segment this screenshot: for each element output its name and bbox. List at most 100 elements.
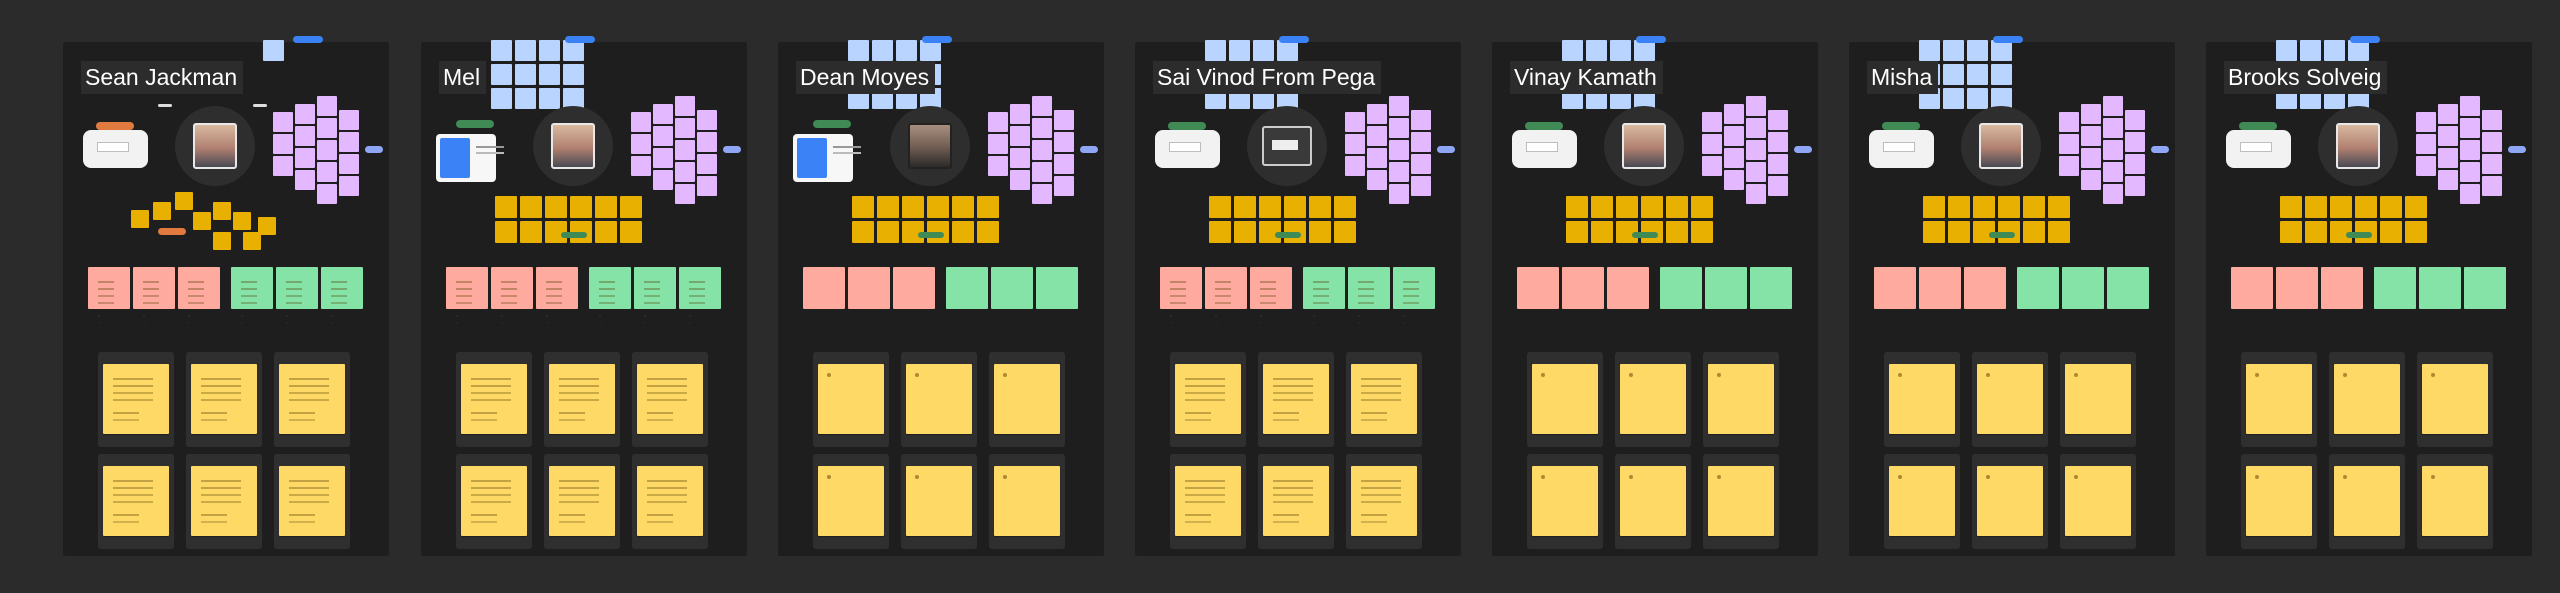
purple-sticky-note[interactable] <box>1389 140 1409 160</box>
amber-sticky-note[interactable] <box>495 196 517 218</box>
yellow-sticky-note[interactable] <box>461 364 527 434</box>
blue-tag[interactable] <box>1993 36 2023 43</box>
frame-sean[interactable]: Sean Jackman <box>63 36 389 556</box>
green-sticky-note[interactable] <box>1348 267 1390 317</box>
frame-title[interactable]: Dean Moyes <box>796 61 936 94</box>
amber-sticky-note[interactable] <box>175 192 193 210</box>
yellow-sticky-note[interactable] <box>549 364 615 434</box>
purple-sticky-note[interactable] <box>675 162 695 182</box>
salmon-sticky-note[interactable] <box>1517 267 1559 309</box>
salmon-sticky-note[interactable] <box>803 267 845 309</box>
photo-avatar[interactable] <box>193 123 237 169</box>
amber-sticky-note[interactable] <box>1209 196 1231 218</box>
salmon-sticky-note[interactable] <box>2276 267 2318 309</box>
yellow-sticky-note[interactable] <box>1889 364 1955 434</box>
purple-sticky-note[interactable] <box>1032 184 1052 204</box>
green-sticky-note[interactable] <box>321 267 363 317</box>
purple-sticky-note[interactable] <box>675 118 695 138</box>
yellow-sticky-note[interactable] <box>103 466 169 536</box>
frame-title[interactable]: Vinay Kamath <box>1510 61 1663 94</box>
purple-sticky-note[interactable] <box>697 132 717 152</box>
purple-sticky-note[interactable] <box>631 156 651 176</box>
purple-sticky-note[interactable] <box>2482 176 2502 196</box>
purple-sticky-note[interactable] <box>2103 162 2123 182</box>
purple-sticky-note[interactable] <box>2125 110 2145 130</box>
blue-tag[interactable] <box>1636 36 1666 43</box>
salmon-sticky-note[interactable] <box>2321 267 2363 309</box>
blue-sticky-note[interactable] <box>1967 40 1988 61</box>
white-card[interactable] <box>1869 130 1934 168</box>
blue-tag[interactable] <box>565 36 595 43</box>
purple-sticky-note[interactable] <box>2103 184 2123 204</box>
purple-sticky-note[interactable] <box>1345 156 1365 176</box>
amber-sticky-note[interactable] <box>193 212 211 230</box>
purple-sticky-note[interactable] <box>1367 126 1387 146</box>
amber-sticky-note[interactable] <box>153 202 171 220</box>
amber-sticky-note[interactable] <box>2405 221 2427 243</box>
white-card[interactable] <box>1512 130 1577 168</box>
photo-avatar[interactable] <box>1979 123 2023 169</box>
purple-sticky-note[interactable] <box>2460 162 2480 182</box>
yellow-sticky-note[interactable] <box>1620 364 1686 434</box>
amber-sticky-note[interactable] <box>1616 196 1638 218</box>
salmon-sticky-note[interactable] <box>1874 267 1916 309</box>
amber-sticky-note[interactable] <box>927 196 949 218</box>
purple-sticky-note[interactable] <box>653 126 673 146</box>
purple-sticky-note[interactable] <box>1746 96 1766 116</box>
purple-sticky-note[interactable] <box>1724 148 1744 168</box>
purple-sticky-note[interactable] <box>988 156 1008 176</box>
blue-sticky-note[interactable] <box>1943 40 1964 61</box>
purple-sticky-note[interactable] <box>2081 170 2101 190</box>
amber-sticky-note[interactable] <box>952 196 974 218</box>
yellow-sticky-note[interactable] <box>1708 466 1774 536</box>
blue-sticky-note[interactable] <box>2324 40 2345 61</box>
purple-sticky-note[interactable] <box>295 148 315 168</box>
purple-sticky-note[interactable] <box>2460 184 2480 204</box>
green-tag[interactable] <box>1989 232 2015 238</box>
blue-sticky-note[interactable] <box>491 40 512 61</box>
green-sticky-note[interactable] <box>1303 267 1345 317</box>
amber-sticky-note[interactable] <box>2380 196 2402 218</box>
photo-avatar[interactable] <box>2336 123 2380 169</box>
yellow-sticky-note[interactable] <box>1351 466 1417 536</box>
yellow-sticky-note[interactable] <box>994 466 1060 536</box>
purple-sticky-note[interactable] <box>2103 140 2123 160</box>
frame-title[interactable]: Sean Jackman <box>81 61 244 94</box>
lavender-tag[interactable] <box>2508 146 2526 153</box>
purple-sticky-note[interactable] <box>1768 132 1788 152</box>
purple-sticky-note[interactable] <box>1702 156 1722 176</box>
green-sticky-note[interactable] <box>2107 267 2149 309</box>
purple-sticky-note[interactable] <box>1746 118 1766 138</box>
green-sticky-note[interactable] <box>2419 267 2461 309</box>
amber-sticky-note[interactable] <box>545 196 567 218</box>
purple-sticky-note[interactable] <box>1010 148 1030 168</box>
amber-sticky-note[interactable] <box>1234 196 1256 218</box>
purple-sticky-note[interactable] <box>1010 104 1030 124</box>
salmon-sticky-note[interactable] <box>2231 267 2273 309</box>
salmon-sticky-note[interactable] <box>1607 267 1649 309</box>
purple-sticky-note[interactable] <box>295 104 315 124</box>
blue-sticky-note[interactable] <box>1610 40 1631 61</box>
amber-sticky-note[interactable] <box>2355 196 2377 218</box>
salmon-sticky-note[interactable] <box>1250 267 1292 317</box>
purple-sticky-note[interactable] <box>2482 110 2502 130</box>
purple-sticky-note[interactable] <box>653 104 673 124</box>
green-sticky-note[interactable] <box>946 267 988 309</box>
yellow-sticky-note[interactable] <box>279 466 345 536</box>
purple-sticky-note[interactable] <box>273 134 293 154</box>
orange-tag[interactable] <box>158 228 186 235</box>
blue-sticky-note[interactable] <box>539 64 560 85</box>
purple-sticky-note[interactable] <box>2460 140 2480 160</box>
salmon-sticky-note[interactable] <box>1562 267 1604 309</box>
purple-sticky-note[interactable] <box>1746 184 1766 204</box>
amber-sticky-note[interactable] <box>1666 221 1688 243</box>
blue-sticky-note[interactable] <box>920 40 941 61</box>
purple-sticky-note[interactable] <box>1702 134 1722 154</box>
purple-sticky-note[interactable] <box>317 140 337 160</box>
purple-sticky-note[interactable] <box>1411 154 1431 174</box>
yellow-sticky-note[interactable] <box>2065 466 2131 536</box>
amber-sticky-note[interactable] <box>1948 196 1970 218</box>
amber-sticky-note[interactable] <box>620 196 642 218</box>
tag-label[interactable] <box>2239 122 2277 130</box>
frame-title[interactable]: Sai Vinod From Pega <box>1153 61 1382 94</box>
